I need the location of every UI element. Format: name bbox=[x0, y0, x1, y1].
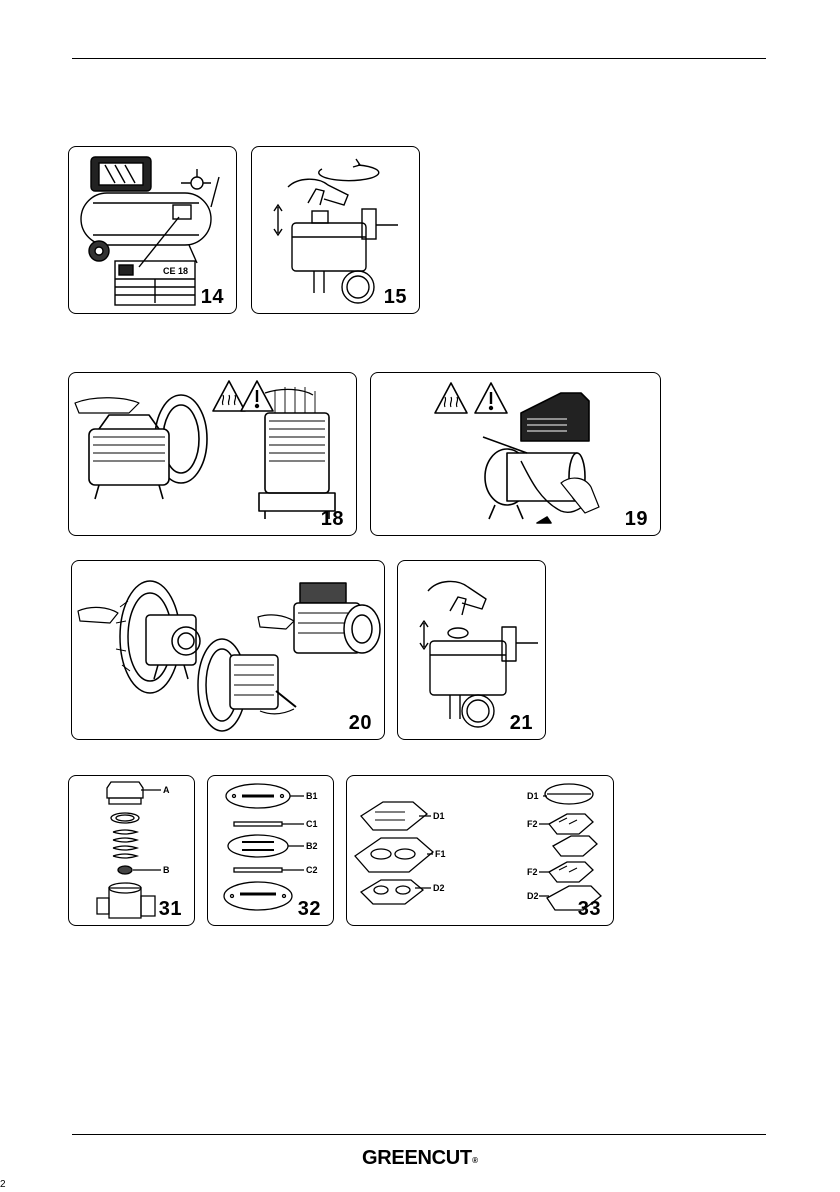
part-label-a: A bbox=[163, 785, 170, 795]
up-down-arrow-icon bbox=[274, 205, 282, 235]
page-number: 2 bbox=[0, 1179, 6, 1190]
figure-20: 20 bbox=[71, 560, 385, 740]
registered-mark: ® bbox=[472, 1156, 478, 1165]
figure-number: 32 bbox=[298, 898, 321, 921]
header-rule bbox=[72, 58, 766, 59]
part-label-b2: B2 bbox=[306, 841, 318, 851]
figure-21: 21 bbox=[397, 560, 546, 740]
part-label-f2-bottom: F2 bbox=[527, 867, 538, 877]
part-label-d1-right: D1 bbox=[527, 791, 539, 801]
rotate-arrow-icon bbox=[319, 159, 379, 181]
hot-surface-warning-icon bbox=[435, 383, 467, 413]
figure-31: A B 31 bbox=[68, 775, 195, 926]
part-label-d2-left: D2 bbox=[433, 883, 445, 893]
part-label-c2: C2 bbox=[306, 865, 318, 875]
footer-rule bbox=[72, 1134, 766, 1135]
brand-name: GREENCUT bbox=[362, 1147, 472, 1170]
figure-32: B1 C1 B2 C2 32 bbox=[207, 775, 334, 926]
figure-number: 14 bbox=[201, 286, 224, 309]
part-label-f2-top: F2 bbox=[527, 819, 538, 829]
figure-18: 18 bbox=[68, 372, 357, 536]
figure-19: 19 bbox=[370, 372, 661, 536]
part-label-c1: C1 bbox=[306, 819, 318, 829]
figure-number: 20 bbox=[349, 712, 372, 735]
figure-number: 33 bbox=[578, 898, 601, 921]
general-warning-icon bbox=[475, 383, 507, 413]
part-label-b1: B1 bbox=[306, 791, 318, 801]
hot-surface-warning-icon bbox=[213, 381, 245, 411]
figure-number: 19 bbox=[625, 508, 648, 531]
part-label-d2-right: D2 bbox=[527, 891, 539, 901]
figure-33: D1 F1 D2 D1 F2 F2 D2 33 bbox=[346, 775, 614, 926]
up-down-arrow-icon bbox=[420, 621, 428, 649]
figure-number: 21 bbox=[510, 712, 533, 735]
part-label-d1-left: D1 bbox=[433, 811, 445, 821]
figure-15: 15 bbox=[251, 146, 420, 314]
figure-14: CE 18 14 bbox=[68, 146, 237, 314]
brand-logo: GREENCUT ® bbox=[362, 1146, 478, 1172]
general-warning-icon bbox=[241, 381, 273, 411]
figure-number: 31 bbox=[159, 898, 182, 921]
part-label-f1: F1 bbox=[435, 849, 446, 859]
part-label-b: B bbox=[163, 865, 170, 875]
figure-number: 18 bbox=[321, 508, 344, 531]
plate-text: CE 18 bbox=[163, 266, 188, 276]
figure-number: 15 bbox=[384, 286, 407, 309]
